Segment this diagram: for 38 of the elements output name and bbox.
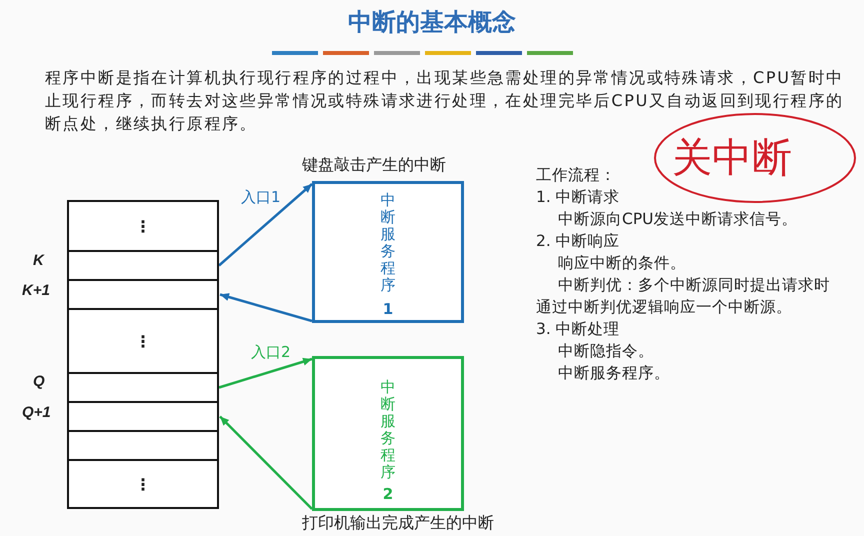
memory-cell [67,372,219,403]
routine-name: 中断服务程序 [380,379,396,481]
routine-box [312,181,464,323]
routine-name: 中断服务程序 [380,192,396,294]
edge-label: 入口1 [240,188,282,207]
routine-box [312,356,464,511]
memory-cell: ⋮ [67,459,219,509]
address-label: K+1 [22,282,50,299]
intro-paragraph: 程序中断是指在计算机执行现行程序的过程中，出现某些急需处理的异常情况或特殊请求，CPU暂时中止现行程序，而转去对这些异常情况或特殊请求进行处理，在处理完毕后CPU又自动返回到现行程序的断点处，继续执行原程序。 [45,67,845,135]
memory-cell: ⋮ [67,308,219,374]
address-label: Q+1 [22,404,51,421]
memory-cell [67,430,219,461]
memory-cell: ⋮ [67,200,219,252]
arrow [220,293,312,322]
title: 中断的基本概念 [347,7,517,38]
step-text: 中断服务程序。 [558,363,670,384]
memory-cell [67,250,219,281]
memory-cell [67,279,219,310]
list-heading: 工作流程： [536,165,616,186]
handwritten-note: 关中断 [672,134,792,183]
address-label: K [33,252,44,269]
arrow [218,358,312,389]
step-text: 响应中断的条件。 [558,253,686,274]
address-label: Q [33,373,45,390]
step-text: 中断隐指令。 [558,341,654,362]
arrow [219,416,313,510]
source-caption: 打印机输出完成产生的中断 [302,513,494,534]
arrow [218,183,313,266]
step-text: 中断判优：多个中断源同时提出请求时通过中断判优逻辑响应一个中断源。 [536,275,831,318]
edge-label: 入口2 [250,343,292,362]
step-heading: 3. 中断处理 [536,319,620,340]
step-heading: 2. 中断响应 [536,231,620,252]
step-text: 中断源向CPU发送中断请求信号。 [558,209,798,230]
source-caption: 键盘敲击产生的中断 [302,155,446,176]
step-heading: 1. 中断请求 [536,187,620,208]
memory-cell [67,401,219,432]
routine-number: 2 [382,485,394,503]
routine-number: 1 [382,300,394,318]
